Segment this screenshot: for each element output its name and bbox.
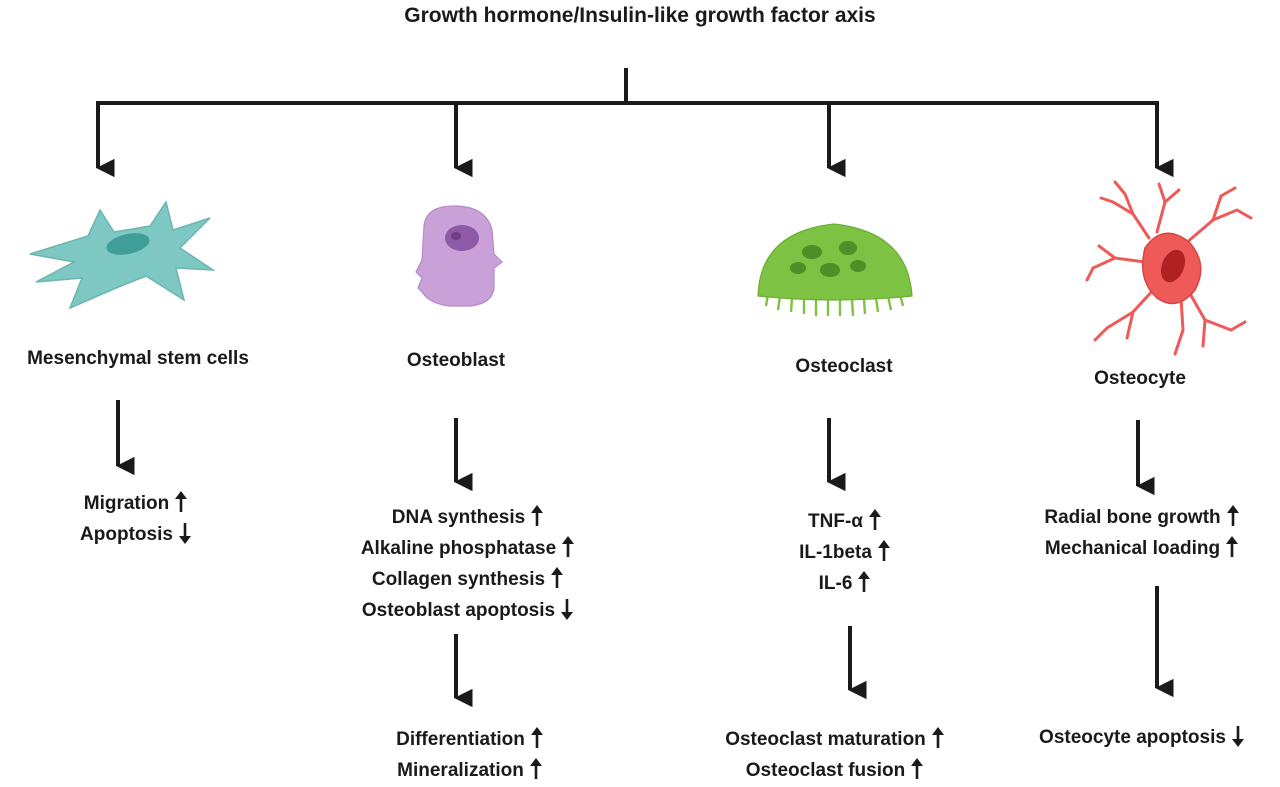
effect-item: IL-1beta — [720, 537, 970, 568]
up-arrow-icon — [529, 758, 542, 779]
cell-label-mesenchymal: Mesenchymal stem cells — [27, 348, 249, 369]
outcome-item: Osteoclast maturation — [690, 724, 980, 755]
up-arrow-icon — [868, 509, 881, 530]
diagram-title: Growth hormone/Insulin-like growth facto… — [404, 4, 876, 27]
outcomes-osteocyte: Osteocyte apoptosis — [1004, 722, 1280, 753]
item-label: Radial bone growth — [1044, 507, 1221, 528]
cell-label-osteoclast: Osteoclast — [795, 356, 893, 377]
outcome-item: Osteocyte apoptosis — [1004, 722, 1280, 753]
item-label: Collagen synthesis — [371, 569, 546, 590]
up-arrow-icon — [858, 571, 871, 592]
outcome-item: Mineralization — [340, 755, 600, 786]
item-label: IL-6 — [818, 573, 853, 594]
effect-item: Collagen synthesis — [306, 564, 630, 595]
item-label: TNF-α — [808, 511, 863, 532]
item-label: Apoptosis — [80, 524, 173, 545]
up-arrow-icon — [562, 536, 575, 557]
down-arrow-icon — [561, 599, 574, 620]
item-label: Mechanical loading — [1044, 538, 1221, 559]
effect-item: Apoptosis — [0, 519, 272, 550]
up-arrow-icon — [1226, 536, 1239, 557]
up-arrow-icon — [551, 567, 564, 588]
osteoblast-icon — [415, 205, 503, 307]
outcome-item: Osteoclast fusion — [690, 755, 980, 786]
cell-label-osteocyte: Osteocyte — [1094, 368, 1186, 389]
osteocyte-icon — [1085, 180, 1253, 356]
item-label: Migration — [83, 493, 170, 514]
up-arrow-icon — [530, 727, 543, 748]
cell-label-osteoblast: Osteoblast — [406, 350, 506, 371]
item-label: Mineralization — [397, 760, 524, 781]
up-arrow-icon — [531, 505, 544, 526]
item-label: Osteoclast maturation — [725, 729, 926, 750]
effect-item: Migration — [0, 488, 272, 519]
item-label: DNA synthesis — [391, 507, 526, 528]
effect-item: Mechanical loading — [1004, 533, 1280, 564]
item-label: Differentiation — [396, 729, 525, 750]
up-arrow-icon — [877, 540, 890, 561]
item-label: Alkaline phosphatase — [360, 538, 557, 559]
up-arrow-icon — [175, 491, 188, 512]
down-arrow-icon — [1231, 726, 1244, 747]
effect-item: TNF-α — [720, 506, 970, 537]
osteoclast-icon — [757, 223, 913, 317]
outcome-item: Differentiation — [340, 724, 600, 755]
effect-item: Alkaline phosphatase — [306, 533, 630, 564]
item-label: Osteoblast apoptosis — [361, 600, 556, 621]
effect-item: DNA synthesis — [306, 502, 630, 533]
item-label: Osteocyte apoptosis — [1039, 727, 1226, 748]
up-arrow-icon — [911, 758, 924, 779]
up-arrow-icon — [1226, 505, 1239, 526]
item-label: Osteoclast fusion — [745, 760, 906, 781]
down-arrow-icon — [178, 523, 191, 544]
effect-item: IL-6 — [720, 568, 970, 599]
effect-item: Radial bone growth — [1004, 502, 1280, 533]
up-arrow-icon — [931, 727, 944, 748]
item-label: IL-1beta — [799, 542, 872, 563]
mesenchymal-stem-cell-icon — [29, 200, 216, 310]
effect-item: Osteoblast apoptosis — [306, 595, 630, 626]
